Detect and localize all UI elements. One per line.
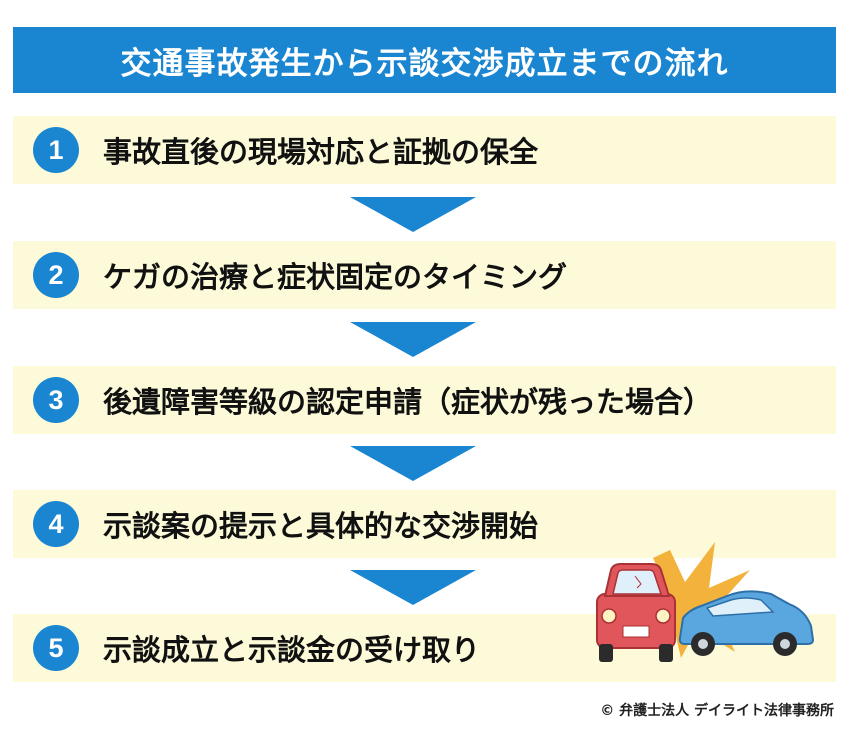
step-number-badge: 2: [33, 252, 79, 298]
down-arrow-icon: [350, 197, 476, 232]
step-label: 事故直後の現場対応と証拠の保全: [103, 135, 539, 169]
page-title: 交通事故発生から示談交渉成立までの流れ: [13, 27, 836, 93]
step-number-badge: 3: [33, 377, 79, 423]
step-number-badge: 4: [33, 501, 79, 547]
step-label: 示談成立と示談金の受け取り: [103, 633, 481, 667]
down-arrow-icon: [350, 322, 476, 357]
down-arrow-icon: [350, 446, 476, 481]
step-number-badge: 1: [33, 127, 79, 173]
step-1: 1 事故直後の現場対応と証拠の保全: [13, 116, 836, 184]
step-label: 後遺障害等級の認定申請（症状が残った場合）: [103, 385, 713, 419]
step-label: ケガの治療と症状固定のタイミング: [103, 260, 568, 294]
down-arrow-icon: [350, 570, 476, 605]
step-number-badge: 5: [33, 625, 79, 671]
step-4: 4 示談案の提示と具体的な交渉開始: [13, 490, 836, 558]
car-crash-icon: [596, 542, 815, 662]
step-3: 3 後遺障害等級の認定申請（症状が残った場合）: [13, 366, 836, 434]
impact-burst-icon: [633, 542, 763, 658]
step-label: 示談案の提示と具体的な交渉開始: [103, 509, 539, 543]
step-2: 2 ケガの治療と症状固定のタイミング: [13, 241, 836, 309]
blue-car-icon: [678, 590, 815, 656]
red-car-icon: [596, 563, 676, 662]
copyright-notice: © 弁護士法人 デイライト法律事務所: [600, 703, 834, 719]
